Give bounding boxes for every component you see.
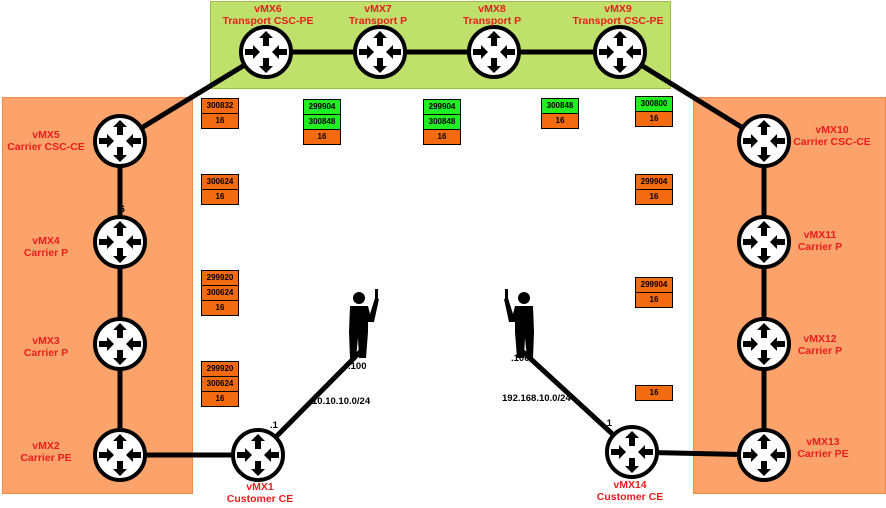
label-stack: 299920 300624 16 — [201, 270, 239, 316]
router-icon — [239, 25, 293, 79]
label-stack: 299904 300848 16 — [423, 99, 461, 145]
label-stack: 299904 16 — [635, 277, 673, 308]
label-stack: 300800 16 — [635, 96, 673, 127]
mpls-label: 16 — [635, 111, 673, 127]
mpls-label: 299904 — [423, 99, 461, 115]
host-ip-label: .100 — [511, 353, 530, 364]
router-icon — [93, 317, 147, 371]
host-ip-label: .100 — [348, 361, 367, 372]
label-stack: 299904 16 — [635, 174, 673, 205]
carrier-zone-left — [2, 97, 193, 494]
mpls-label: 16 — [635, 189, 673, 205]
link-line — [118, 49, 268, 144]
label-stack: 299920 300624 16 — [201, 361, 239, 407]
network-label: 10.10.10.0/24 — [312, 396, 371, 407]
mpls-label: 16 — [201, 113, 239, 129]
interface-label: .1 — [604, 418, 612, 429]
mpls-label: 299904 — [303, 99, 341, 115]
mpls-label: 16 — [201, 300, 239, 316]
router-icon — [737, 428, 791, 482]
mpls-label: 16 — [201, 189, 239, 205]
router-icon — [93, 114, 147, 168]
mpls-label: 16 — [201, 391, 239, 407]
mpls-label: 300848 — [541, 98, 579, 114]
user-icon — [504, 289, 534, 358]
mpls-label: 16 — [635, 385, 673, 401]
router-icon — [593, 25, 647, 79]
router-icon — [467, 25, 521, 79]
router-icon — [605, 425, 659, 479]
mpls-label: 299920 — [201, 270, 239, 286]
router-icon — [737, 114, 791, 168]
link-line — [618, 49, 766, 144]
router-icon — [353, 25, 407, 79]
label-stack: 16 — [635, 385, 673, 401]
mpls-label: 300624 — [201, 285, 239, 301]
router-icon — [737, 317, 791, 371]
mpls-label: 299904 — [635, 277, 673, 293]
router-icon — [93, 215, 147, 269]
label-stack: 300624 16 — [201, 174, 239, 205]
router-icon — [93, 428, 147, 482]
mpls-label: 300800 — [635, 96, 673, 112]
router-icon — [737, 215, 791, 269]
mpls-label: 16 — [541, 113, 579, 129]
mpls-label: 300848 — [303, 114, 341, 130]
network-label: 192.168.10.0/24 — [502, 393, 571, 404]
mpls-label: 299904 — [635, 174, 673, 190]
mpls-label: 299920 — [201, 361, 239, 377]
carrier-zone-right — [693, 97, 886, 494]
label-stack: 299904 300848 16 — [303, 99, 341, 145]
mpls-label: 16 — [635, 292, 673, 308]
label-stack: 300848 16 — [541, 98, 579, 129]
label-stack: 300832 16 — [201, 98, 239, 129]
mpls-label: 300624 — [201, 376, 239, 392]
interface-label: .1 — [270, 420, 278, 431]
router-icon — [231, 428, 285, 482]
mpls-label: 300848 — [423, 114, 461, 130]
mpls-label: 16 — [303, 129, 341, 145]
mpls-label: 16 — [423, 129, 461, 145]
mpls-label: 300832 — [201, 98, 239, 114]
interface-label: .6 — [117, 204, 125, 215]
user-icon — [349, 289, 379, 358]
mpls-label: 300624 — [201, 174, 239, 190]
